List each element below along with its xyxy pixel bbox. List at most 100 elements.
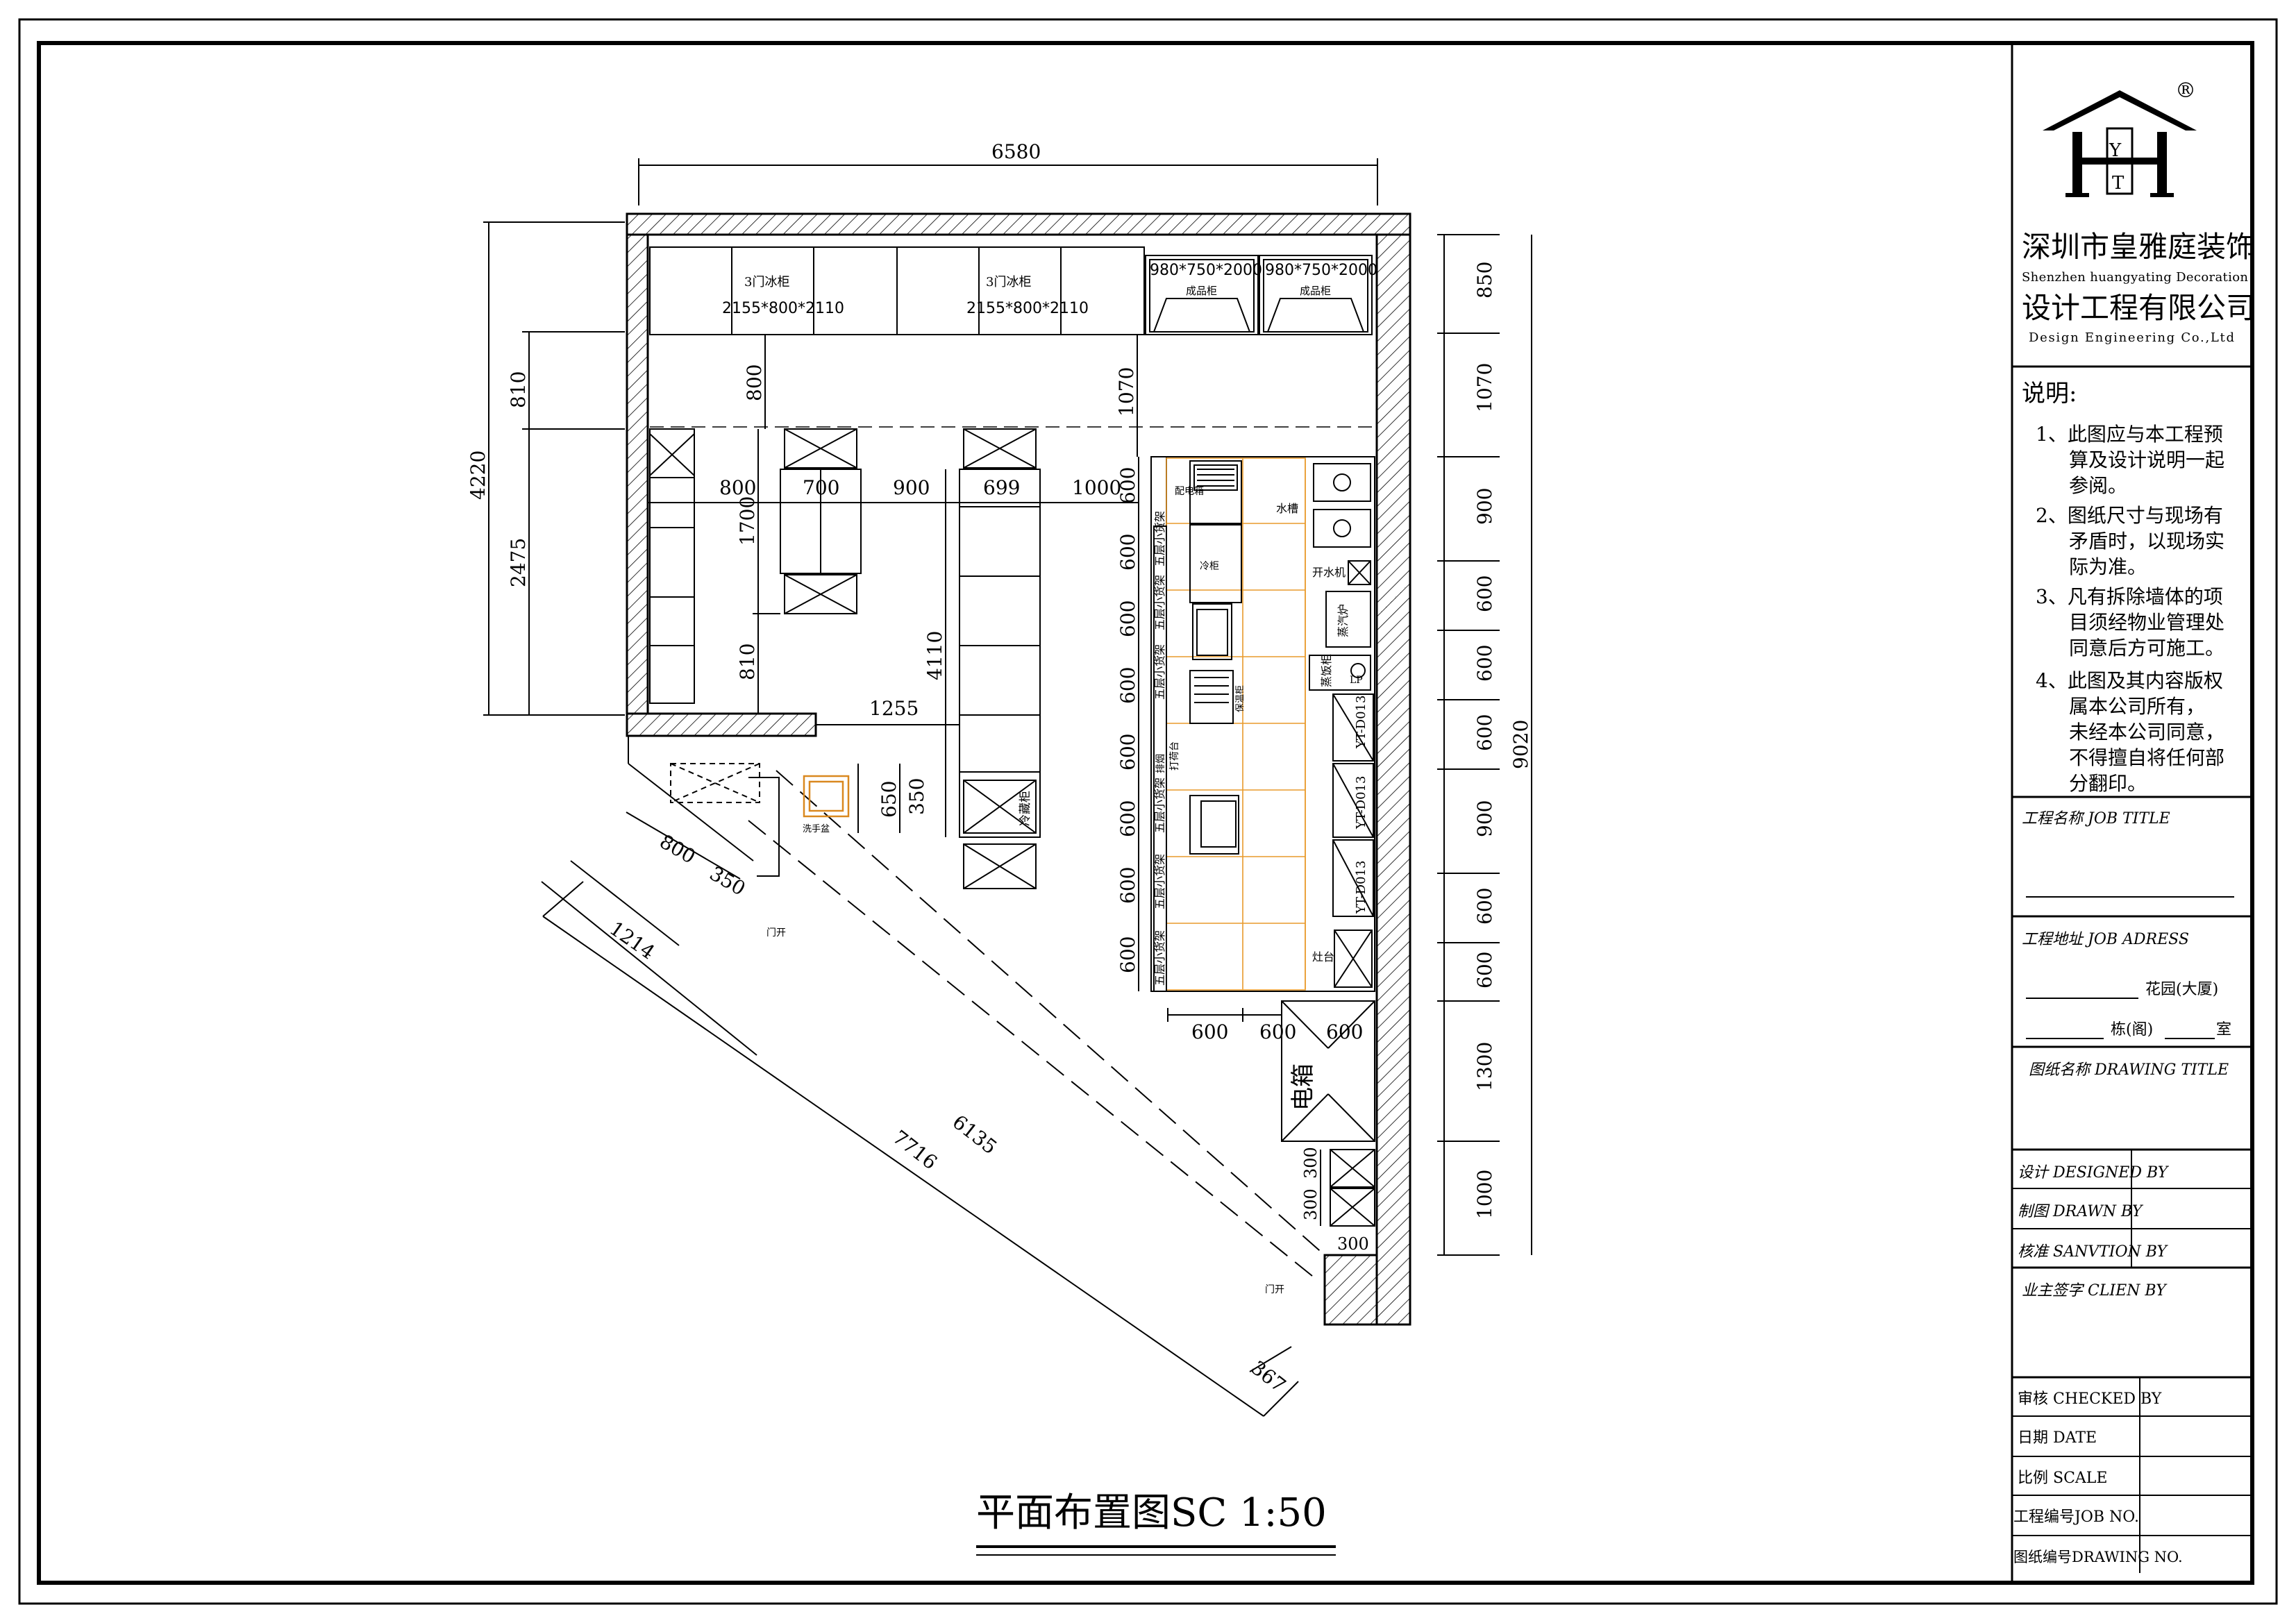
dim-right-9: 1300 xyxy=(1473,1042,1496,1091)
checked-by-label: 审核 CHECKED BY xyxy=(2018,1390,2162,1408)
lower-right-area xyxy=(1281,1000,1375,1227)
dim-right-6: 900 xyxy=(1473,800,1496,837)
dispatch-label: 打荷台 xyxy=(1168,741,1180,771)
inner-frame xyxy=(37,41,2254,1585)
diagonal-entrance xyxy=(628,736,1325,1277)
dim-left-2475: 2475 xyxy=(507,538,530,587)
dim-counter-6: 600 xyxy=(1116,867,1139,904)
cabinet-1-label: 成品柜 xyxy=(1186,285,1217,297)
top-sink xyxy=(1189,460,1242,855)
dim-300a: 300 xyxy=(1301,1147,1321,1179)
dim-300b: 300 xyxy=(1301,1188,1321,1220)
dim-counter-5: 600 xyxy=(1116,800,1139,837)
fridge-2 xyxy=(896,246,1145,335)
job-address-label: 工程地址 JOB ADRESS xyxy=(2022,931,2189,948)
dim-right-2: 900 xyxy=(1473,488,1496,525)
center-island-1 xyxy=(780,428,862,614)
cabinet-2-size: 980*750*2000 xyxy=(1265,262,1377,279)
scale-label: 比例 SCALE xyxy=(2018,1470,2107,1487)
dim-4110: 4110 xyxy=(923,631,946,680)
dim-left-810: 810 xyxy=(507,371,530,408)
cabinet-1-size: 980*750*2000 xyxy=(1150,262,1262,279)
dim-counter-3: 600 xyxy=(1116,667,1139,704)
dim-6135: 6135 xyxy=(948,1111,1001,1159)
job-title-label: 工程名称 JOB TITLE xyxy=(2022,810,2170,827)
dim-right-1: 1070 xyxy=(1473,363,1496,412)
cabinet-2 xyxy=(1259,255,1373,335)
registered-mark: ® xyxy=(2175,78,2196,103)
elec-box-label: 电箱 xyxy=(1289,1063,1317,1111)
fridge-2-size: 2155*800*2110 xyxy=(966,300,1089,317)
hand-wash-label: 洗手盆 xyxy=(803,824,830,834)
note-line: 同意后方可施工。 xyxy=(2069,637,2224,659)
note-line: 4、此图及其内容版权 xyxy=(2036,669,2223,692)
dim-1700: 1700 xyxy=(736,496,759,546)
dim-bottom-600a: 600 xyxy=(1191,1020,1228,1043)
right-equipment xyxy=(1309,463,1374,988)
yt1-label: YT-D013 xyxy=(1354,696,1368,749)
fridge-1-size: 2155*800*2110 xyxy=(722,300,844,317)
sink-label: 水槽 xyxy=(1276,502,1298,515)
center-island-2 xyxy=(959,428,1041,889)
dim-800-left: 800 xyxy=(719,476,756,499)
dim-699: 699 xyxy=(983,476,1020,499)
dim-1255: 1255 xyxy=(869,697,919,720)
notes-list: 1、此图应与本工程预 算及设计说明一起 参阅。 2、图纸尺寸与现场有 矛盾时，以… xyxy=(2036,423,2224,795)
company-name-cn2: 设计工程有限公司 xyxy=(2022,291,2255,325)
title-block: Y T ® 深圳市皇雅庭装饰 Shenzhen huangyating Deco… xyxy=(2011,43,2255,1583)
dim-counter-1: 600 xyxy=(1116,534,1139,571)
left-counter xyxy=(649,428,695,704)
switch-box-label: 配电箱 xyxy=(1175,486,1204,497)
dim-900: 900 xyxy=(893,476,930,499)
door-label-2: 门开 xyxy=(1265,1284,1284,1295)
note-line: 际为准。 xyxy=(2069,555,2147,578)
fridge-2-label: 3门冰柜 xyxy=(986,275,1031,289)
open-water-label: 开水机 xyxy=(1312,566,1346,579)
counter-grid xyxy=(1166,457,1306,991)
dim-800-top: 800 xyxy=(743,364,766,401)
door-label-1: 门开 xyxy=(766,927,786,939)
dim-top: 6580 xyxy=(991,140,1041,163)
exhaust-label: 排烟 xyxy=(1155,754,1166,773)
shelf-label: 五层小货架 xyxy=(1153,575,1166,630)
fridge-1 xyxy=(649,246,898,335)
dim-700: 700 xyxy=(803,476,839,499)
dim-7716: 7716 xyxy=(889,1126,941,1175)
client-sign-label: 业主签字 CLIEN BY xyxy=(2022,1282,2168,1300)
dim-counter-0: 600 xyxy=(1116,467,1139,504)
logo-letter-t: T xyxy=(2112,173,2125,194)
dimension-text: 6580 4220 810 2475 800 800 700 900 699 1… xyxy=(467,140,1532,1397)
shelf-label: 五层小货架 xyxy=(1153,644,1166,700)
company-name-cn: 深圳市皇雅庭装饰 xyxy=(2022,230,2255,264)
note-line: 未经本公司同意， xyxy=(2069,721,2224,743)
date-label: 日期 DATE xyxy=(2018,1429,2097,1447)
shelf-label: 五层小货架 xyxy=(1153,777,1166,833)
shelf-label: 五层小货架 xyxy=(1153,854,1166,909)
dim-1000: 1000 xyxy=(1072,476,1121,499)
fridge-dispatch-label: 冷藏柜 xyxy=(1019,791,1032,826)
note-line: 不得擅自将任何部 xyxy=(2069,746,2224,769)
logo-letter-y: Y xyxy=(2109,140,2122,161)
cabinet-1 xyxy=(1145,255,1259,335)
dim-800-diag: 800 xyxy=(656,830,700,868)
designed-by-label: 设计 DESIGNED BY xyxy=(2018,1164,2170,1181)
lp-label: LP xyxy=(1350,675,1363,686)
dim-right-10: 1000 xyxy=(1473,1170,1496,1219)
dim-right-7: 600 xyxy=(1473,888,1496,925)
fridge-1-label: 3门冰柜 xyxy=(744,275,789,289)
dim-300c: 300 xyxy=(1337,1234,1369,1254)
drawn-by-label: 制图 DRAWN BY xyxy=(2018,1203,2144,1220)
shelf-label: 五层小货架 xyxy=(1153,930,1166,986)
note-line: 矛盾时，以现场实 xyxy=(2069,530,2224,553)
job-no-label: 工程编号JOB NO. xyxy=(2013,1508,2139,1526)
company-name-en: Shenzhen huangyating Decoration xyxy=(2022,270,2248,285)
hand-wash-dims xyxy=(857,764,900,833)
note-line: 3、凡有拆除墙体的项 xyxy=(2036,585,2223,608)
company-logo xyxy=(2043,90,2197,197)
dim-counter-7: 600 xyxy=(1116,936,1139,973)
drawing-title: 平面布置图SC 1:50 xyxy=(976,1490,1327,1536)
note-line: 分翻印。 xyxy=(2069,772,2147,795)
steam-label: 蒸汽炉 xyxy=(1336,604,1350,637)
drawing-no-label: 图纸编号DRAWING NO. xyxy=(2013,1549,2183,1565)
note-line: 参阅。 xyxy=(2069,474,2127,497)
